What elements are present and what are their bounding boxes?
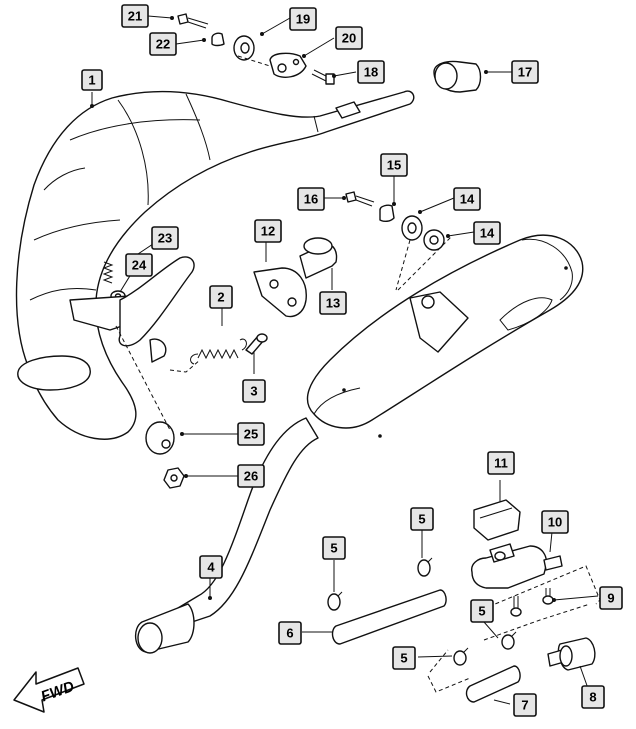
- clamp-5a: [327, 591, 343, 611]
- svg-text:17: 17: [518, 65, 532, 80]
- svg-text:6: 6: [286, 626, 293, 641]
- grommet-19: [233, 35, 255, 61]
- svg-text:21: 21: [128, 9, 142, 24]
- bracket-20: [269, 52, 307, 78]
- callout-14a: 14: [453, 187, 481, 211]
- svg-text:14: 14: [480, 226, 495, 241]
- callout-24: 24: [125, 253, 153, 277]
- svg-text:5: 5: [330, 541, 337, 556]
- nut-26: [163, 467, 185, 489]
- callout-5b: 5: [410, 507, 434, 531]
- callout-3: 3: [242, 379, 266, 403]
- collar-15: [379, 204, 395, 223]
- svg-text:1: 1: [88, 73, 95, 88]
- svg-text:9: 9: [607, 591, 614, 606]
- tube-6: [331, 589, 447, 645]
- svg-text:4: 4: [207, 560, 215, 575]
- callout-19: 19: [289, 7, 317, 31]
- silencer: [306, 234, 584, 438]
- fwd-arrow: FWD: [13, 667, 85, 713]
- bolt-21: [177, 13, 209, 29]
- svg-text:24: 24: [132, 258, 147, 273]
- callout-8: 8: [581, 685, 605, 709]
- spring-23: [102, 261, 114, 284]
- callout-4: 4: [199, 555, 223, 579]
- bolt-16: [345, 191, 375, 207]
- svg-text:15: 15: [387, 158, 401, 173]
- callout-6: 6: [278, 621, 302, 645]
- callout-5d: 5: [392, 646, 416, 670]
- bolt-18: [311, 69, 335, 85]
- callout-22: 22: [149, 32, 177, 56]
- svg-text:11: 11: [494, 456, 508, 471]
- clamp-5c: [501, 631, 517, 650]
- svg-text:5: 5: [400, 651, 407, 666]
- svg-text:3: 3: [250, 384, 257, 399]
- screw-9b: [542, 588, 554, 605]
- tail-pipe: [135, 417, 319, 654]
- svg-text:2: 2: [217, 290, 224, 305]
- grommet-14a: [401, 215, 423, 241]
- svg-text:5: 5: [418, 512, 425, 527]
- svg-text:13: 13: [326, 296, 340, 311]
- valve-cover-11: [473, 499, 521, 541]
- callout-18: 18: [357, 60, 385, 84]
- callout-5c: 5: [470, 599, 494, 623]
- svg-text:12: 12: [261, 224, 275, 239]
- callout-11: 11: [487, 451, 515, 475]
- screw-9a: [510, 596, 522, 617]
- callout-10: 10: [541, 510, 569, 534]
- callout-1: 1: [81, 69, 103, 91]
- spring-2: [190, 338, 247, 365]
- callout-9: 9: [599, 586, 623, 610]
- bolt-3: [245, 333, 268, 355]
- clamp-5d: [453, 647, 469, 666]
- fitting-8: [547, 637, 596, 671]
- svg-text:23: 23: [158, 231, 172, 246]
- callout-14b: 14: [473, 221, 501, 245]
- svg-text:22: 22: [156, 37, 170, 52]
- svg-text:26: 26: [244, 469, 258, 484]
- svg-text:25: 25: [244, 427, 258, 442]
- callout-25: 25: [237, 422, 265, 446]
- svg-text:18: 18: [364, 65, 378, 80]
- callout-12: 12: [254, 219, 282, 243]
- svg-text:10: 10: [548, 515, 562, 530]
- callout-13: 13: [319, 291, 347, 315]
- svg-text:8: 8: [589, 690, 596, 705]
- expansion-chamber: [15, 90, 415, 440]
- valve-body-10: [471, 543, 563, 589]
- callout-5a: 5: [322, 536, 346, 560]
- collar-22: [211, 32, 225, 47]
- callout-2: 2: [209, 285, 233, 309]
- clamp-5b: [417, 557, 433, 577]
- svg-text:14: 14: [460, 192, 475, 207]
- tube-7: [465, 665, 521, 703]
- callout-7: 7: [513, 693, 537, 717]
- grommet-14b: [423, 229, 445, 251]
- svg-text:16: 16: [304, 192, 318, 207]
- callout-26: 26: [237, 464, 265, 488]
- callout-16: 16: [297, 187, 325, 211]
- rubber-mount-25: [145, 421, 175, 455]
- svg-text:7: 7: [521, 698, 528, 713]
- callout-15: 15: [380, 153, 408, 177]
- bushing-13: [299, 237, 338, 279]
- svg-text:5: 5: [478, 604, 485, 619]
- callout-21: 21: [121, 4, 149, 28]
- callout-20: 20: [335, 26, 363, 50]
- svg-text:20: 20: [342, 31, 356, 46]
- chamber-bracket: [69, 256, 195, 363]
- gasket-12: [253, 267, 307, 318]
- svg-text:19: 19: [296, 12, 310, 27]
- callout-17: 17: [511, 60, 539, 84]
- callout-23: 23: [151, 226, 179, 250]
- sleeve-17: [433, 60, 482, 93]
- assembly-dashed-lines: [115, 55, 601, 693]
